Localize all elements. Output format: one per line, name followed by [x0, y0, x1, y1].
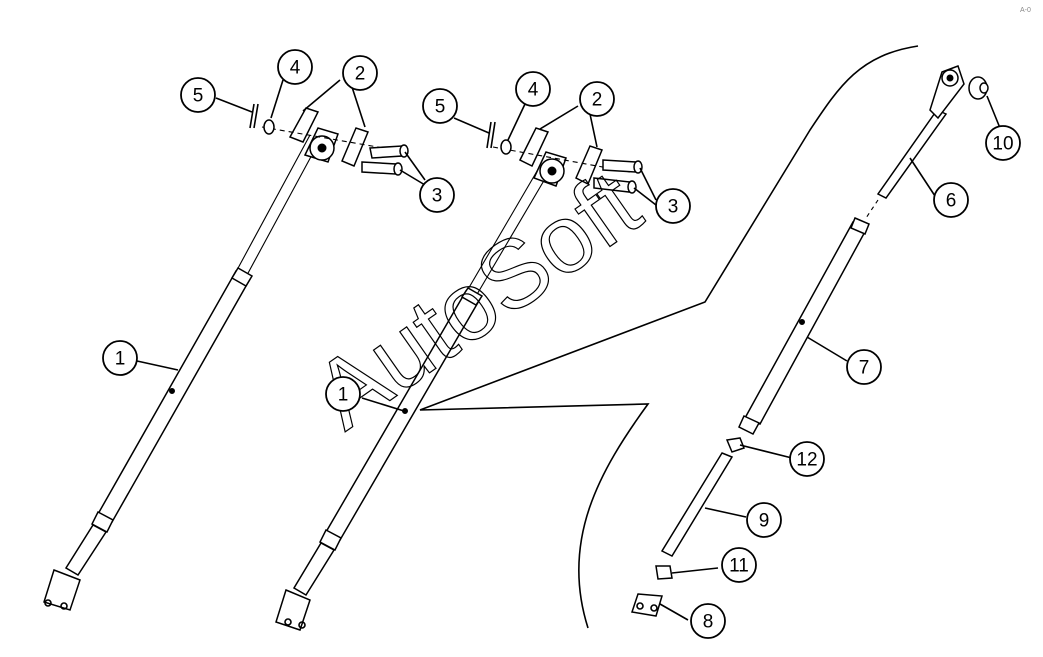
callout-6: 6 — [933, 182, 969, 218]
svg-text:3: 3 — [432, 186, 443, 207]
cotter-pin-middle — [486, 121, 496, 149]
bushing — [968, 76, 989, 100]
svg-text:2: 2 — [592, 90, 603, 111]
svg-text:6: 6 — [946, 191, 957, 212]
callout-8: 8 — [690, 603, 726, 639]
strut-rod-exploded — [865, 65, 965, 219]
bracket-plates-middle — [492, 127, 631, 186]
collar-exploded — [655, 565, 673, 580]
cotter-pin-left — [249, 103, 259, 129]
svg-text:3: 3 — [668, 197, 679, 218]
callout-1-left: 1 — [102, 340, 138, 376]
callout-10: 10 — [985, 125, 1021, 161]
svg-text:12: 12 — [796, 450, 817, 471]
svg-text:10: 10 — [992, 134, 1013, 155]
gas-strut-left — [43, 127, 339, 611]
leader-lines — [136, 79, 1001, 621]
corner-mark: A-0 — [1020, 7, 1031, 14]
callout-2-left: 2 — [342, 55, 378, 91]
washer-middle — [500, 139, 512, 155]
callout-3-left: 3 — [419, 177, 455, 213]
callout-3-middle: 3 — [655, 188, 691, 224]
callout-4-middle: 4 — [515, 71, 551, 107]
gas-strut-middle — [275, 151, 567, 631]
nut-exploded — [725, 437, 745, 453]
section-boundary — [419, 45, 919, 629]
svg-text:4: 4 — [528, 80, 539, 101]
svg-text:8: 8 — [703, 612, 714, 633]
callout-11: 11 — [721, 547, 757, 583]
bracket-plates-left — [261, 107, 396, 167]
svg-text:11: 11 — [729, 556, 749, 577]
callout-5-left: 5 — [180, 77, 216, 113]
svg-text:1: 1 — [115, 349, 126, 370]
svg-text:5: 5 — [435, 97, 446, 118]
callout-4-left: 4 — [277, 49, 313, 85]
callout-1-middle: 1 — [325, 376, 361, 412]
callout-9: 9 — [746, 502, 782, 538]
washer-left — [263, 119, 275, 135]
svg-text:9: 9 — [759, 511, 770, 532]
callout-7: 7 — [846, 349, 882, 385]
callout-5-middle: 5 — [422, 88, 458, 124]
callout-12: 12 — [789, 441, 825, 477]
rod-extension — [660, 452, 734, 557]
pins-middle — [593, 159, 643, 194]
callout-2-middle: 2 — [579, 81, 615, 117]
strut-cylinder-exploded — [738, 217, 870, 435]
svg-text:7: 7 — [859, 358, 870, 379]
pins-left — [361, 144, 409, 176]
clevis-exploded — [631, 593, 663, 617]
svg-text:5: 5 — [193, 86, 204, 107]
svg-text:4: 4 — [290, 58, 301, 79]
svg-text:1: 1 — [338, 385, 349, 406]
svg-text:2: 2 — [355, 64, 366, 85]
